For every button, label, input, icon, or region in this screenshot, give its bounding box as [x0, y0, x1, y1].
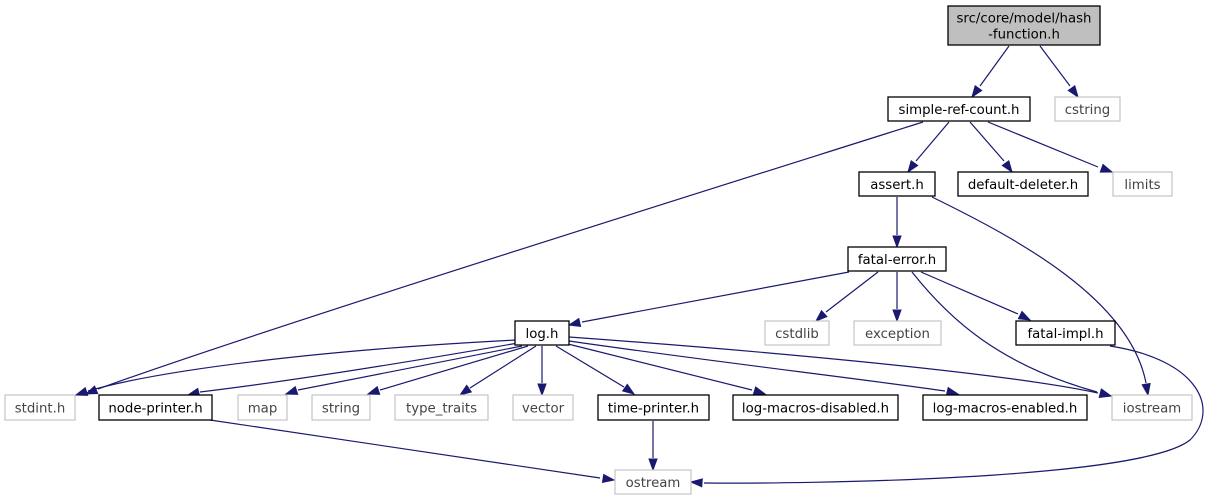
- node-log[interactable]: log.h: [514, 320, 570, 346]
- edge-assert-to-fatalerr: [892, 197, 902, 249]
- edges: [74, 45, 1204, 488]
- edge-fatalerr-to-log: [567, 271, 850, 327]
- node-label: string: [322, 402, 360, 417]
- node-root[interactable]: src/core/model/hash-function.h: [947, 5, 1101, 46]
- node-label: fatal-error.h: [858, 253, 936, 268]
- node-label: time-printer.h: [608, 402, 699, 417]
- node-ostream: ostream: [614, 469, 692, 495]
- edge-src-to-defdel: [969, 121, 1013, 174]
- nodes: src/core/model/hash-function.h simple-ref…: [4, 5, 1193, 495]
- node-label: vector: [522, 402, 565, 417]
- edge-root-to-src: [971, 45, 1010, 99]
- node-vector: vector: [512, 394, 574, 421]
- node-iostream: iostream: [1111, 394, 1193, 421]
- edge-log-to-map: [284, 345, 523, 395]
- edge-log-to-stdint: [74, 339, 517, 396]
- node-label: simple-ref-count.h: [899, 103, 1020, 118]
- node-label: assert.h: [870, 178, 924, 193]
- edge-log-to-timeprinter: [555, 345, 636, 395]
- node-cstring: cstring: [1054, 96, 1121, 122]
- node-stdint: stdint.h: [4, 394, 76, 421]
- node-exception: exception: [853, 320, 942, 346]
- node-nodeprinter[interactable]: node-printer.h: [98, 394, 213, 421]
- edge-fatalimpl-to-ostream: [689, 345, 1204, 488]
- node-limits: limits: [1112, 171, 1173, 197]
- edge-fatalerr-to-exception: [892, 272, 902, 323]
- node-string: string: [311, 394, 371, 421]
- edge-log-to-typetraits: [458, 345, 537, 396]
- node-label: iostream: [1123, 402, 1181, 417]
- node-label: default-deleter.h: [968, 178, 1078, 193]
- node-src[interactable]: simple-ref-count.h: [887, 96, 1031, 122]
- edge-fatalerr-to-cstdlib: [814, 271, 879, 322]
- node-cstdlib: cstdlib: [764, 320, 830, 346]
- edge-fatalerr-to-fatalimpl: [920, 271, 1032, 321]
- node-fatalerr[interactable]: fatal-error.h: [847, 246, 947, 272]
- edge-timeprinter-to-ostream: [648, 421, 658, 472]
- node-label: fatal-impl.h: [1027, 327, 1103, 342]
- node-label: ostream: [626, 476, 681, 491]
- node-defdel[interactable]: default-deleter.h: [957, 171, 1089, 197]
- node-label: cstdlib: [775, 327, 819, 342]
- node-label: stdint.h: [15, 402, 66, 417]
- node-label: log.h: [526, 327, 559, 342]
- node-label: log-macros-disabled.h: [742, 402, 889, 417]
- edge-log-to-lmd: [567, 343, 767, 396]
- node-label: cstring: [1065, 103, 1110, 118]
- edge-root-to-cstring: [1039, 45, 1079, 99]
- edge-src-to-limits: [987, 121, 1114, 173]
- node-label: -function.h: [988, 28, 1060, 43]
- node-label: map: [248, 402, 278, 417]
- edge-assert-to-iostream: [931, 196, 1151, 397]
- edge-nodeprinter-to-ostream: [209, 419, 616, 484]
- node-label: limits: [1124, 178, 1160, 193]
- node-lme[interactable]: log-macros-enabled.h: [922, 394, 1088, 421]
- node-timeprinter[interactable]: time-printer.h: [597, 394, 710, 421]
- node-lmd[interactable]: log-macros-disabled.h: [732, 394, 899, 421]
- node-typetraits: type_traits: [394, 394, 489, 421]
- node-map: map: [237, 394, 288, 421]
- node-label: node-printer.h: [108, 402, 202, 417]
- edge-log-to-string: [366, 345, 529, 395]
- node-label: type_traits: [406, 402, 477, 417]
- node-fatalimpl[interactable]: fatal-impl.h: [1015, 320, 1116, 346]
- edge-src-to-assert: [907, 121, 950, 174]
- node-label: log-macros-enabled.h: [933, 402, 1078, 417]
- node-assert[interactable]: assert.h: [858, 171, 936, 197]
- node-label: src/core/model/hash: [957, 12, 1092, 27]
- edge-log-to-iostream: [568, 336, 1113, 398]
- node-label: exception: [865, 327, 930, 342]
- edge-log-to-vector: [537, 346, 547, 397]
